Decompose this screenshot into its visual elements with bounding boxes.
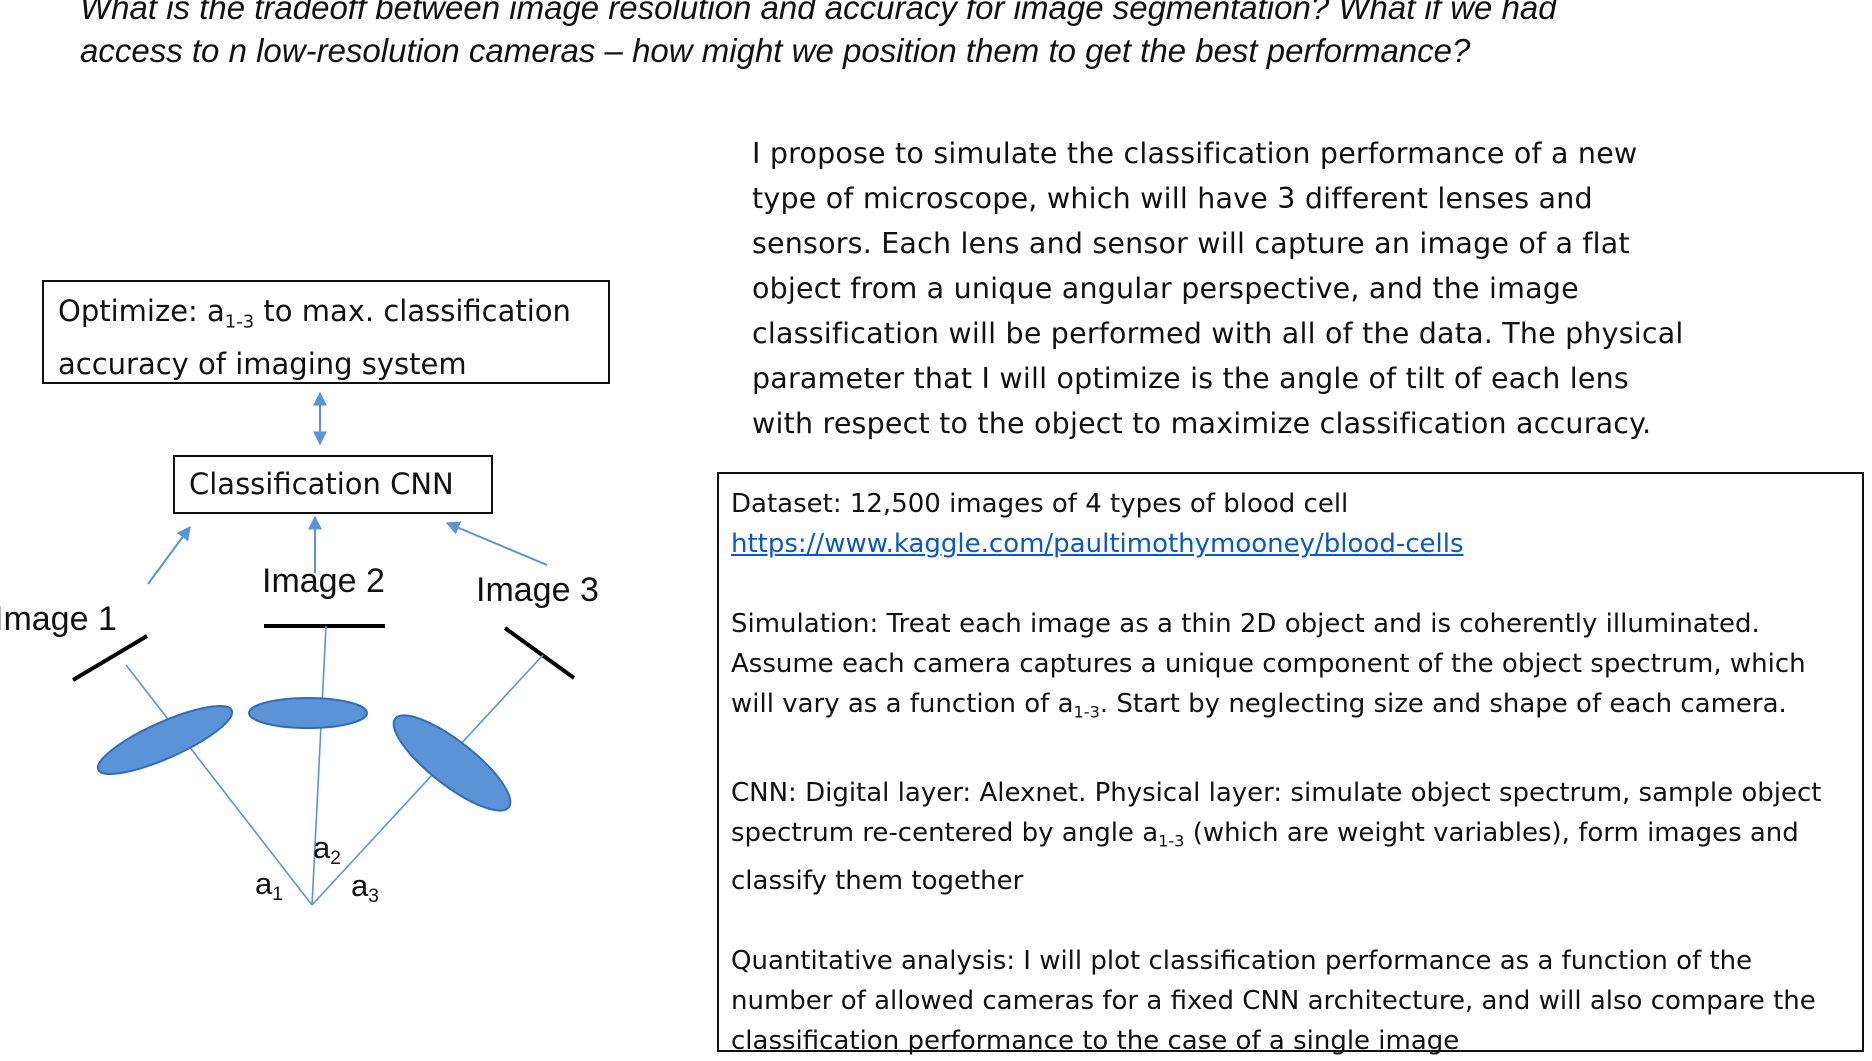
angle-a2-base: a (313, 830, 331, 865)
angle-a3-label: a3 (351, 868, 379, 908)
cnn-line-1: CNN: Digital layer: Alexnet. Physical la… (731, 777, 1822, 808)
proposal-line: with respect to the object to maximize c… (752, 407, 1652, 440)
question-line-1: What is the tradeoff between image resol… (80, 0, 1557, 26)
quant-line-2: number of allowed cameras for a fixed CN… (731, 986, 1816, 1017)
angle-a2-sub: 2 (330, 847, 341, 869)
dataset-line: Dataset: 12,500 images of 4 types of blo… (731, 489, 1349, 519)
proposal-line: type of microscope, which will have 3 di… (752, 182, 1593, 215)
simulation-line-3: will vary as a function of a1-3. Start b… (731, 684, 1850, 733)
lens-2 (248, 697, 368, 729)
optimize-box: Optimize: a1-3 to max. classification ac… (42, 280, 610, 384)
optimize-rest: to max. classification (254, 294, 571, 328)
cnn-box: Classification CNN (173, 455, 493, 514)
cnn-label: Classification CNN (189, 467, 454, 501)
image3-to-cnn-arrow (445, 521, 548, 566)
angle-a1-base: a (255, 866, 273, 901)
optimize-line-1: Optimize: a1-3 to max. classification (58, 290, 594, 343)
image1-label: Image 1 (0, 600, 117, 638)
cnn-2b: (which are weight variables), form image… (1184, 817, 1799, 848)
quant-line-3: classification performance to the case o… (731, 1026, 1460, 1057)
ray-2 (311, 625, 327, 906)
info-box: Dataset: 12,500 images of 4 types of blo… (717, 472, 1864, 1056)
cnn-line-2: spectrum re-centered by angle a1-3 (whic… (731, 813, 1850, 862)
ray-1 (125, 664, 313, 906)
proposal-line: parameter that I will optimize is the an… (752, 362, 1629, 395)
quant-line-1: Quantitative analysis: I will plot class… (731, 946, 1753, 977)
simulation-3b: . Start by neglecting size and shape of … (1099, 689, 1787, 719)
angle-a3-sub: 3 (368, 885, 379, 907)
simulation-3-sub: 1-3 (1073, 702, 1100, 722)
optimize-line-2: accuracy of imaging system (58, 347, 467, 382)
ray-3 (311, 654, 544, 906)
proposal-line: sensors. Each lens and sensor will captu… (752, 227, 1630, 260)
lens-3 (392, 714, 512, 812)
image2-label: Image 2 (262, 562, 385, 600)
cnn-line-3: classify them together (731, 866, 1024, 897)
sensor-1 (71, 634, 149, 682)
simulation-line-2: Assume each camera captures a unique com… (731, 649, 1806, 679)
proposal-paragraph: I propose to simulate the classification… (752, 131, 1852, 446)
lens-1 (96, 705, 234, 775)
image3-label: Image 3 (476, 571, 599, 609)
dataset-link[interactable]: https://www.kaggle.com/paultimothymooney… (731, 529, 1464, 559)
angle-a1-sub: 1 (272, 883, 283, 905)
question-heading: What is the tradeoff between image resol… (80, 0, 1860, 72)
proposal-line: classification will be performed with al… (752, 317, 1684, 350)
simulation-line-1: Simulation: Treat each image as a thin 2… (731, 609, 1760, 639)
angle-a2-label: a2 (313, 830, 341, 870)
sensor-3 (503, 626, 576, 680)
optimize-subscript: 1-3 (224, 311, 255, 333)
optimize-prefix: Optimize: a (58, 294, 225, 328)
image1-to-cnn-arrow (147, 525, 191, 585)
question-line-2: access to n low-resolution cameras – how… (80, 32, 1471, 69)
proposal-line: object from a unique angular perspective… (752, 272, 1579, 305)
angle-a3-base: a (351, 868, 369, 903)
cnn-2a: spectrum re-centered by angle a (731, 817, 1159, 848)
proposal-line: I propose to simulate the classification… (752, 137, 1638, 170)
angle-a1-label: a1 (255, 866, 283, 906)
cnn-2-sub: 1-3 (1158, 831, 1185, 851)
simulation-3a: will vary as a function of a (731, 689, 1074, 719)
